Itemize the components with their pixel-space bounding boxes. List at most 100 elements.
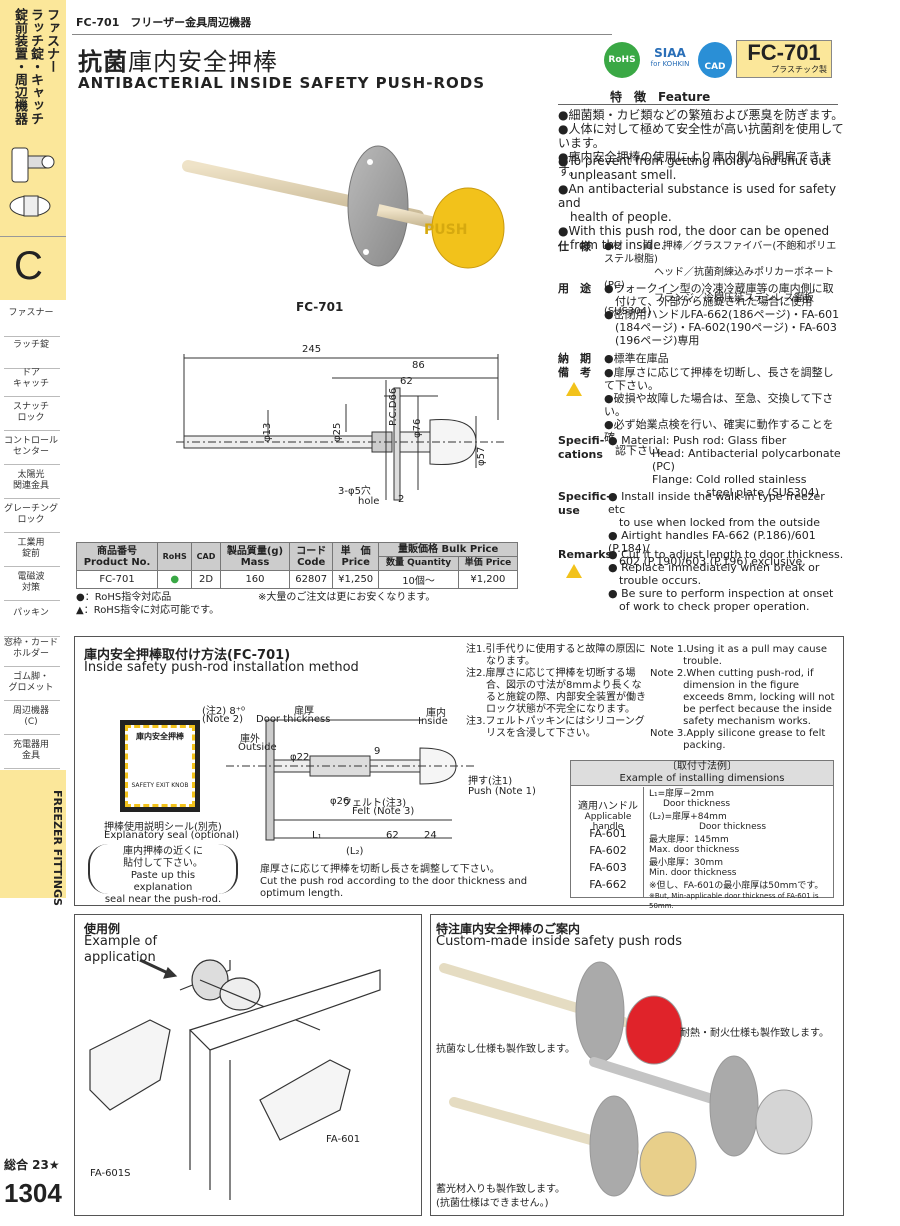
sidebar-item: ドア キャッチ	[12, 368, 49, 389]
feature-line-jp: ●人体に対して極めて安全性が高い抗菌剤を使用しています。	[558, 122, 844, 150]
custom-title-jp: 特注庫内安全押棒のご案内	[436, 922, 581, 936]
seal-paste-text: 庫内押棒の近くに 貼付して下さい。 Paste up this explanat…	[100, 846, 226, 906]
cell-code: 62807	[289, 570, 334, 589]
sidebar-divider	[4, 396, 60, 397]
rohs-badge: RoHS	[604, 42, 640, 78]
sidebar-divider	[4, 666, 60, 667]
use-en-line: to use when locked from the outside	[608, 516, 820, 529]
use-line: ●密閉用ハンドルFA-662(186ページ)・FA-601	[604, 308, 840, 321]
warning-icon	[566, 382, 582, 396]
features-jp: ●細菌類・カビ類などの繁殖および悪臭を防ぎます。●人体に対して極めて安全性が高い…	[558, 108, 848, 178]
use-lines: ●ウォークイン型の冷凍冷蔵庫等の庫内側に取 付けて、外部から施錠された場合に使用…	[604, 282, 844, 347]
remarks-line: trouble occurs.	[608, 574, 702, 587]
install-note-en: safety mechanism works.	[650, 716, 811, 727]
features-en: ●To prevent from getting moldy and shut …	[558, 154, 848, 252]
feature-line-en: health of people.	[558, 210, 672, 224]
sidebar-freezer-highlight	[0, 770, 66, 898]
explanation-seal: 庫内安全押棒 SAFETY EXIT KNOB	[120, 720, 200, 812]
install-section	[74, 636, 844, 906]
feature-line-jp: ●細菌類・カビ類などの繁殖および悪臭を防ぎます。	[558, 108, 844, 122]
product-photo	[182, 145, 505, 269]
install-label: 庫外	[240, 734, 260, 745]
install-label: 24	[424, 830, 437, 841]
dimension-label: 245	[302, 344, 322, 355]
use-en-lines: ● Install inside the walk-in type freeze…	[608, 490, 844, 568]
notes-label: 備 考	[558, 366, 591, 379]
model-box: FC-701 プラスチック製	[736, 40, 832, 78]
install-notes-en: Note 1.Using it as a pull may cause trou…	[650, 644, 840, 752]
features-heading: 特 徴 Feature	[610, 90, 711, 104]
sidebar-top-text-3: 錠前装置・周辺機器	[12, 8, 27, 125]
technical-drawing	[176, 354, 506, 501]
sidebar-divider	[4, 368, 60, 369]
seal-caption-en: Explanatory seal (optional)	[104, 830, 239, 841]
feature-line-en: from the inside.	[558, 238, 665, 252]
use-en-line: 602 (P.190)/603 (P.196) exclusive.	[608, 555, 806, 568]
delivery-line: ●標準在庫品	[604, 352, 669, 365]
notes-lines: ●扉厚さに応じて押棒を切断し、長さを調整して下さい。●破損や故障した場合は、至急…	[604, 366, 844, 457]
header-rule	[72, 34, 612, 35]
legend-2: ▲：RoHS指令に対応可能です。	[76, 605, 220, 616]
dimension-label: P.C.D66	[388, 387, 399, 426]
sidebar-divider	[4, 532, 60, 533]
cell-qty: 10個～	[378, 570, 459, 589]
spec-en-line: Flange: Cold rolled stainless	[652, 473, 807, 486]
usage-title-en-1: Example of	[84, 934, 158, 949]
remarks-lines: ● Cut it to adjust length to door thickn…	[608, 548, 844, 613]
seal-paste-en-1: Paste up this explanation	[130, 870, 196, 893]
handle-item: FA-601	[589, 827, 627, 840]
cell-rohs: ●	[157, 570, 193, 589]
example-values: L₁=扉厚−2mm Door thickness (L₂)=扉厚+84mm Do…	[649, 789, 824, 910]
feature-line-en: ●To prevent from getting moldy and shut …	[558, 154, 831, 168]
sidebar-item: 充電器用 金具	[12, 740, 49, 761]
seal-paste-en-2: seal near the push-rod.	[104, 894, 222, 905]
table-row: FC-701 ● 2D 160 62807 ¥1,250 10個～ ¥1,200	[75, 570, 519, 589]
th-unit: 単価 Price	[457, 556, 519, 571]
sidebar-divider	[4, 600, 60, 601]
install-label: Outside	[238, 742, 277, 753]
use-en-label-1: Specific-	[558, 490, 611, 503]
notes-line: ●必ず始業点検を行い、確実に動作することを確	[604, 418, 834, 444]
install-label: Push (Note 1)	[468, 786, 536, 797]
features-rule	[558, 104, 838, 105]
example-header: 〔取付寸法例〕 Example of installing dimensions	[571, 761, 833, 786]
sidebar-divider	[4, 336, 60, 337]
install-note-jp: 合、図示の寸法が8mmより長くな	[466, 680, 642, 691]
sidebar-item: 電磁波 対策	[17, 572, 45, 593]
usage-section	[74, 914, 422, 1216]
usage-title-jp: 使用例	[84, 922, 121, 936]
material-lines: ●材 質：押棒／グラスファイバー(不飽和ポリエステル樹脂) ヘッド／抗菌剤練込み…	[604, 240, 844, 318]
sidebar-item: 周辺機器 (C)	[12, 706, 49, 727]
title-rest: 庫内安全押棒	[128, 48, 278, 76]
siaa-text: SIAA	[654, 46, 686, 60]
install-label: φ26	[330, 796, 350, 807]
install-label: (L₂)	[346, 846, 364, 857]
material-line: ●材 質：押棒／グラスファイバー(不飽和ポリエステル樹脂)	[604, 241, 837, 265]
cell-unit: ¥1,200	[457, 570, 519, 589]
sidebar-category-block: ファスナー ラッチ錠・キャッチ 錠前装置・周辺機器 C	[0, 0, 66, 300]
notes-line: 認下さい。	[604, 444, 670, 457]
spec-en-line: Head: Antibacterial polycarbonate (PC)	[652, 447, 841, 473]
latch-icon	[9, 147, 55, 217]
install-title-en: Inside safety push-rod installation meth…	[84, 660, 359, 675]
handle-item: FA-603	[589, 861, 627, 874]
sidebar-divider	[0, 236, 66, 237]
sidebar-divider	[4, 734, 60, 735]
example-divider	[643, 787, 644, 897]
seal-paste-jp-2: 貼付して下さい。	[123, 858, 203, 869]
cut-en-1: Cut the push rod according to the door t…	[260, 876, 528, 887]
model-number: FC-701	[747, 40, 821, 65]
usage-title-en-2: application	[84, 950, 156, 965]
install-label: φ22	[290, 752, 310, 763]
cell-mass: 160	[219, 570, 291, 589]
title-bold: 抗菌	[78, 48, 128, 76]
dimension-label: 62	[400, 376, 413, 387]
breadcrumb: FC-701 フリーザー金具周辺機器	[76, 16, 252, 29]
install-notes-jp: 注1.引手代りに使用すると故障の原因に なります。注2.扉厚さに応じて押棒を切断…	[466, 644, 646, 740]
delivery-label: 納 期	[558, 352, 591, 365]
remarks-line: ● Cut it to adjust length to door thickn…	[608, 548, 844, 561]
install-note-en: Note 2.When cutting push-rod, if	[650, 668, 814, 679]
install-title-jp: 庫内安全押棒取付け方法(FC-701)	[84, 648, 291, 663]
seal-paste-bracket	[88, 844, 238, 894]
